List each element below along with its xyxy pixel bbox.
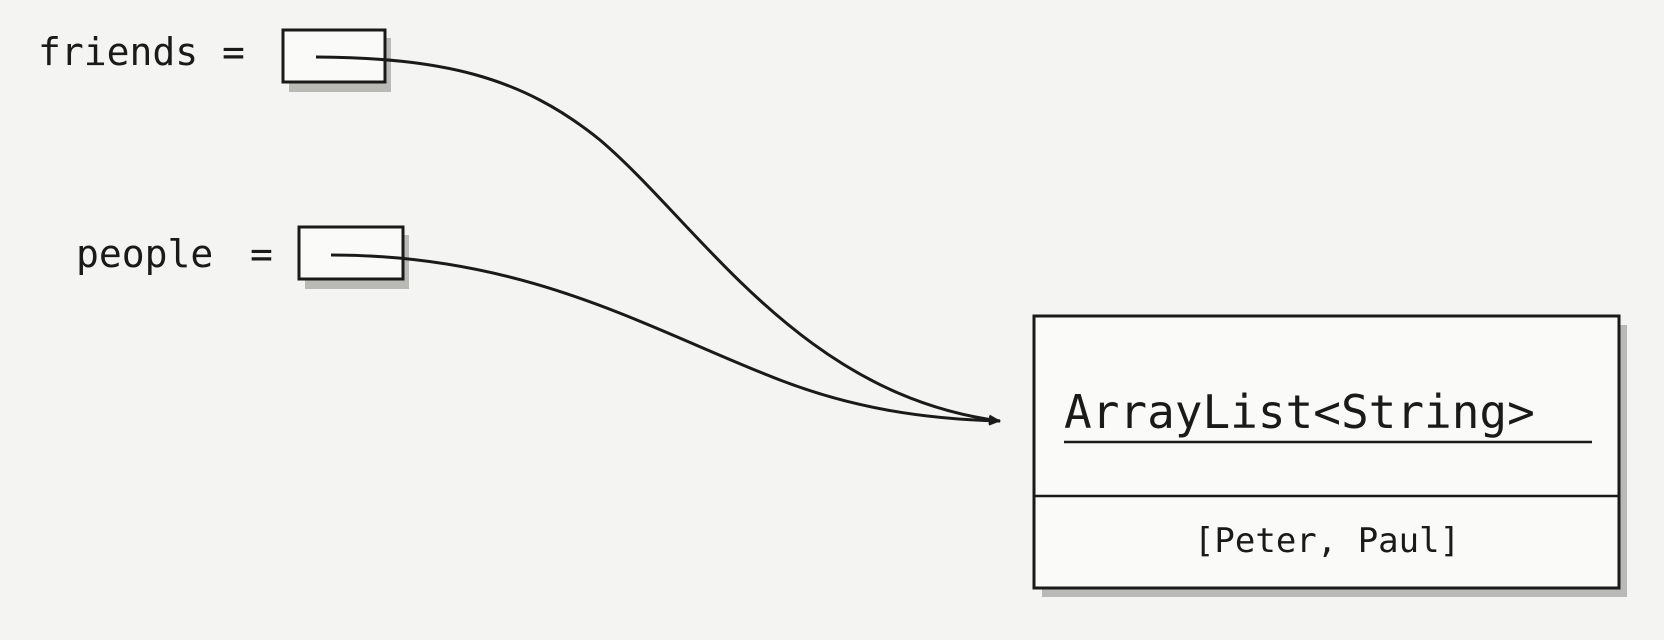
reference-arrow-people xyxy=(330,253,1001,426)
variable-friends-name: friends xyxy=(38,30,198,74)
arraylist-object-frame xyxy=(1032,314,1621,590)
variable-people-name: people xyxy=(76,232,213,276)
variable-people: people = xyxy=(76,225,409,289)
reference-arrow-friends xyxy=(315,55,1001,425)
arraylist-object: ArrayList<String> [Peter, Paul] xyxy=(1032,314,1627,597)
variable-friends: friends = xyxy=(38,28,391,92)
variable-people-box xyxy=(297,225,405,281)
arraylist-class-name: ArrayList<String> xyxy=(1064,385,1535,439)
variable-people-equals: = xyxy=(250,232,273,276)
variable-friends-equals: = xyxy=(222,30,245,74)
arraylist-contents: [Peter, Paul] xyxy=(1194,521,1460,561)
